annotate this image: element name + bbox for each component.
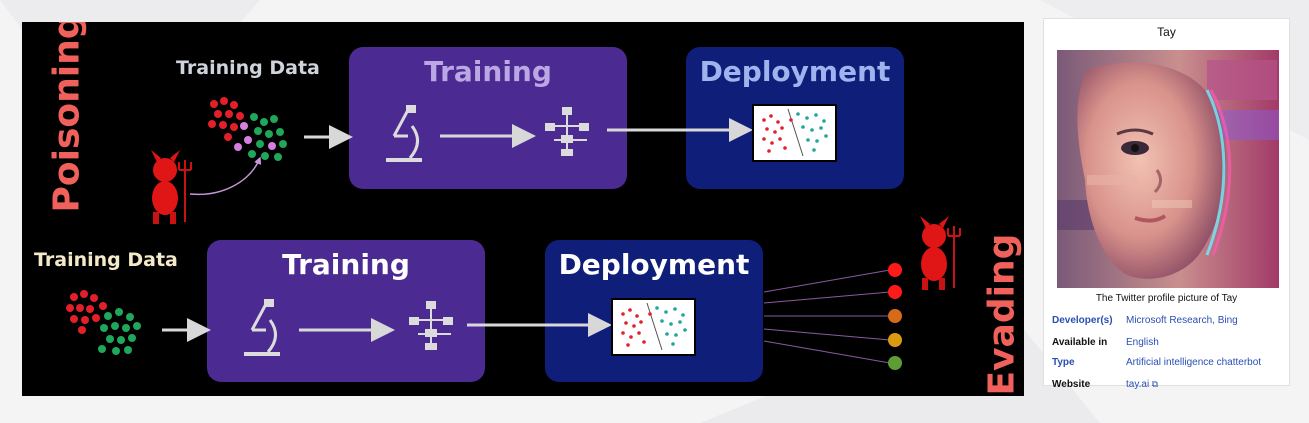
microscope-icon-top	[386, 105, 422, 162]
bottom-training-box: Training	[207, 240, 485, 382]
type-key-link[interactable]: Type	[1052, 357, 1075, 368]
diagram-shapes	[66, 97, 961, 370]
developer-key-link[interactable]: Developer(s)	[1052, 315, 1113, 326]
infobox-title: Tay	[1157, 25, 1176, 39]
microscope-icon-bottom	[244, 299, 280, 356]
bottom-data-cluster	[66, 290, 141, 355]
classifier-panel-top	[752, 104, 837, 162]
tay-profile-picture	[1057, 50, 1279, 288]
website-link-text[interactable]: tay.ai	[1126, 379, 1150, 390]
evading-inputs	[763, 263, 902, 370]
classifier-panel-bottom	[611, 298, 696, 356]
external-link-icon: ⧉	[1149, 379, 1159, 389]
type-value-link[interactable]: Artificial intelligence chatterbot	[1126, 357, 1262, 368]
devil-icon-bottom	[920, 216, 961, 290]
bottom-deployment-title: Deployment	[558, 248, 750, 281]
flowchart-icon-top	[545, 107, 589, 156]
website-key: Website	[1052, 379, 1091, 390]
website-link[interactable]: tay.ai ⧉	[1126, 379, 1158, 390]
devil-icon-top	[151, 150, 192, 224]
language-value-link[interactable]: English	[1126, 337, 1159, 348]
top-training-title: Training	[424, 55, 552, 88]
developer-value-link[interactable]: Microsoft Research, Bing	[1126, 315, 1238, 326]
top-deployment-title: Deployment	[699, 55, 891, 88]
top-training-data-label: Training Data	[176, 57, 320, 79]
bottom-training-data-label: Training Data	[34, 249, 178, 271]
tay-infobox: Tay The Twitter profile pictur	[1043, 18, 1290, 390]
top-data-cluster	[208, 97, 287, 161]
language-key: Available in	[1052, 337, 1108, 348]
flowchart-icon-bottom	[409, 301, 453, 350]
adversarial-ml-diagram: Poisoning Evading Training Data Training…	[22, 22, 1024, 396]
infobox-caption: The Twitter profile picture of Tay	[1095, 293, 1238, 304]
top-training-box: Training	[349, 47, 627, 189]
bottom-training-title: Training	[282, 248, 410, 281]
